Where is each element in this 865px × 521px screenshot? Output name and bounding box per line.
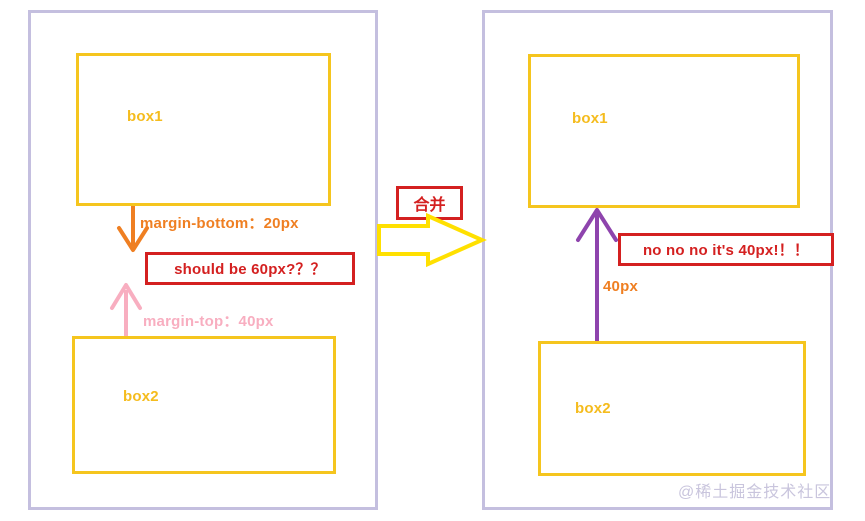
right-box2-label: box2	[575, 400, 611, 417]
left-box1	[76, 53, 331, 206]
margin-top-annotation: margin-top：40px	[143, 313, 274, 330]
no-no-no-callout: no no no it's 40px!！！	[618, 233, 834, 266]
left-box2-label: box2	[123, 388, 159, 405]
should-be-60px-callout: should be 60px?？？	[145, 252, 355, 285]
arrow-right-outline-icon	[377, 212, 487, 268]
gap-value-annotation: 40px	[603, 278, 638, 295]
margin-bottom-annotation: margin-bottom：20px	[140, 215, 299, 232]
watermark: @稀土掘金技术社区	[678, 484, 832, 501]
left-box2	[72, 336, 336, 474]
right-box1-label: box1	[572, 110, 608, 127]
right-box1	[528, 54, 800, 208]
merge-label-box: 合并	[396, 186, 463, 220]
right-box2	[538, 341, 806, 476]
left-box1-label: box1	[127, 108, 163, 125]
